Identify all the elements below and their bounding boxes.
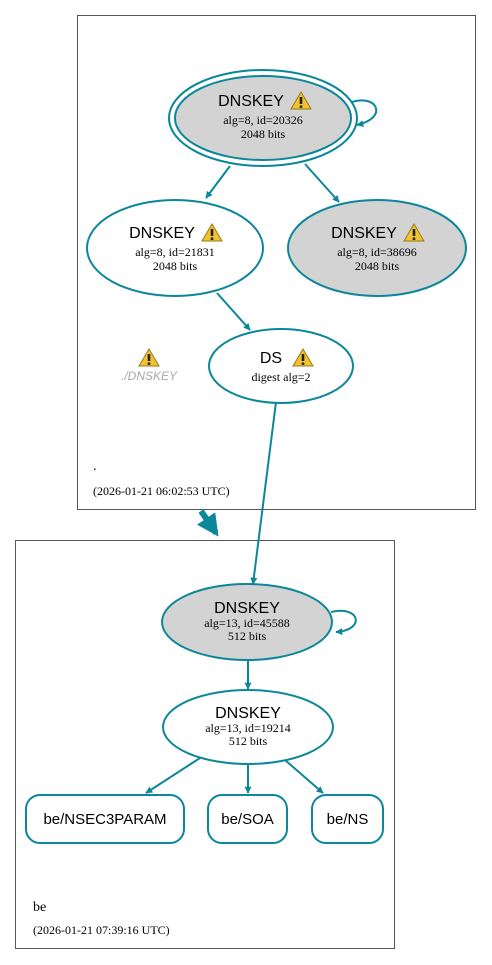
node-title: DNSKEY <box>218 93 284 110</box>
node-detail: alg=8, id=38696 <box>337 245 417 259</box>
zone-be-name: be <box>33 900 46 915</box>
node-title: DNSKEY <box>331 225 397 242</box>
node-be-nsec3param[interactable]: be/NSEC3PARAM <box>25 794 185 844</box>
node-title: DNSKEY <box>214 600 280 617</box>
node-detail: 2048 bits <box>355 259 400 273</box>
edge-ds-to-be-ksk <box>250 401 277 585</box>
node-detail: digest alg=2 <box>251 370 310 384</box>
node-detail: alg=13, id=19214 <box>205 721 291 735</box>
zone-be-cluster <box>15 540 395 949</box>
node-root-ds[interactable]: DS digest alg=2 <box>208 328 354 404</box>
edge-ksk-to-zsk-b <box>304 163 340 203</box>
node-root-ksk[interactable]: DNSKEY alg=8, id=20326 2048 bits <box>168 69 358 167</box>
zone-root-name: . <box>93 459 97 474</box>
zone-root-cluster <box>77 15 476 510</box>
node-detail: alg=8, id=20326 <box>223 113 303 127</box>
node-detail: 2048 bits <box>241 127 286 141</box>
node-title: DNSKEY <box>215 705 281 722</box>
rrset-label: be/SOA <box>221 811 274 828</box>
node-detail: alg=13, id=45588 <box>204 616 290 630</box>
node-be-ksk[interactable]: DNSKEY alg=13, id=45588 512 bits <box>161 583 333 661</box>
edge-zsk-a-to-ds <box>216 292 251 331</box>
rrset-label: be/NS <box>327 811 369 828</box>
node-detail: 512 bits <box>228 629 267 643</box>
node-title: DNSKEY <box>129 225 195 242</box>
node-be-soa[interactable]: be/SOA <box>207 794 288 844</box>
orphan-label: ./DNSKEY <box>121 369 178 383</box>
node-root-zsk-b[interactable]: DNSKEY alg=8, id=38696 2048 bits <box>287 199 467 297</box>
node-detail: alg=8, id=21831 <box>135 245 215 259</box>
orphan-dnskey-warning[interactable]: ./DNSKEY <box>121 348 178 383</box>
edge-delegation <box>196 509 219 537</box>
edge-be-zsk-to-nsec3param <box>145 757 201 794</box>
node-detail: 512 bits <box>229 734 268 748</box>
rrset-label: be/NSEC3PARAM <box>43 811 166 828</box>
edge-ksk-self <box>351 99 378 128</box>
warning-icon <box>138 348 160 367</box>
node-title: DS <box>260 350 282 367</box>
zone-be-timestamp: (2026-01-21 07:39:16 UTC) <box>33 923 170 937</box>
zone-root-timestamp: (2026-01-21 06:02:53 UTC) <box>93 484 230 498</box>
node-root-zsk-a[interactable]: DNSKEY alg=8, id=21831 2048 bits <box>86 199 264 297</box>
edge-ksk-to-zsk-a <box>205 165 231 199</box>
node-be-ns[interactable]: be/NS <box>311 794 384 844</box>
node-detail: 2048 bits <box>153 259 198 273</box>
node-be-zsk[interactable]: DNSKEY alg=13, id=19214 512 bits <box>162 689 334 765</box>
edge-be-ksk-self <box>330 609 357 636</box>
edge-be-zsk-to-ns <box>284 759 324 794</box>
